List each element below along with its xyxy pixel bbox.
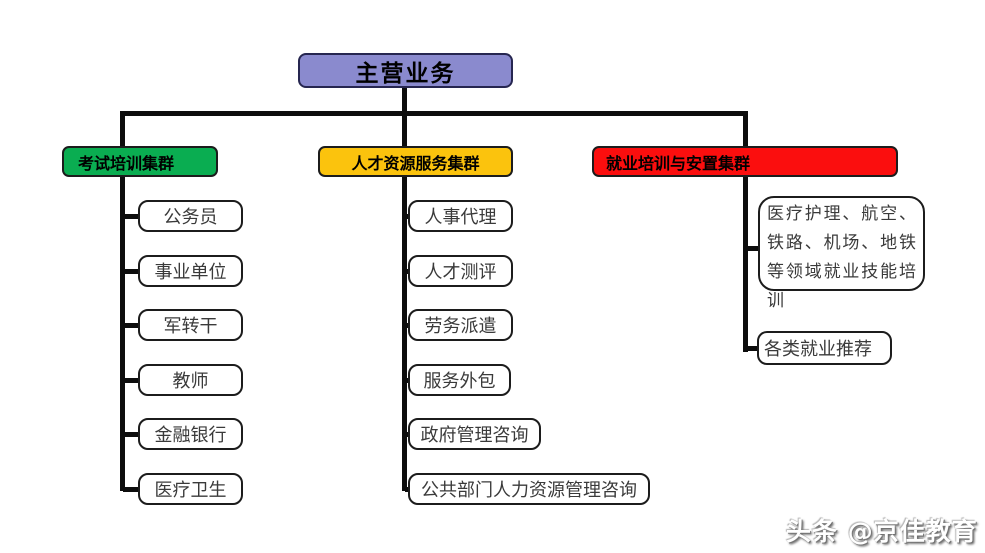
connector-drop-cluster2	[402, 114, 407, 146]
node-hr-agency: 人事代理	[408, 200, 513, 232]
node-medical-health: 医疗卫生	[138, 473, 243, 505]
cluster-header-exam-training: 考试培训集群	[62, 146, 218, 177]
spine-cluster3	[743, 175, 748, 352]
stub-connector	[746, 346, 762, 351]
spine-cluster2	[402, 175, 407, 491]
connector-horizontal-bar	[120, 111, 748, 116]
node-military-transfer: 军转干	[138, 309, 243, 341]
watermark-toutiao-jingjia-education: 头条 @京佳教育	[786, 517, 978, 546]
connector-trunk	[402, 86, 407, 113]
stub-connector	[123, 487, 139, 492]
node-teacher: 教师	[138, 364, 243, 396]
node-public-sector-hr-consulting: 公共部门人力资源管理咨询	[408, 473, 650, 505]
node-labor-dispatch: 劳务派遣	[408, 309, 513, 341]
stub-connector	[123, 269, 139, 274]
connector-drop-cluster1	[120, 114, 125, 146]
node-employment-skills-training: 医疗护理、航空、铁路、机场、地铁等领域就业技能培训	[758, 196, 925, 311]
node-talent-assessment: 人才测评	[408, 255, 513, 287]
cluster-header-employment-training-placement: 就业培训与安置集群	[592, 146, 898, 177]
stub-connector	[746, 246, 762, 251]
node-job-recommendation: 各类就业推荐	[757, 331, 892, 365]
node-service-outsourcing: 服务外包	[408, 364, 511, 396]
stub-connector	[123, 323, 139, 328]
node-finance-banking: 金融银行	[138, 418, 243, 450]
stub-connector	[123, 378, 139, 383]
node-government-management-consulting: 政府管理咨询	[408, 418, 541, 450]
cluster-header-talent-resource-services: 人才资源服务集群	[318, 146, 513, 177]
root-node-main-business: 主营业务	[298, 53, 513, 88]
stub-connector	[123, 432, 139, 437]
node-public-institution: 事业单位	[138, 255, 243, 287]
node-civil-servant: 公务员	[138, 200, 243, 232]
connector-drop-cluster3	[743, 114, 748, 146]
spine-cluster1	[120, 175, 125, 491]
stub-connector	[123, 214, 139, 219]
